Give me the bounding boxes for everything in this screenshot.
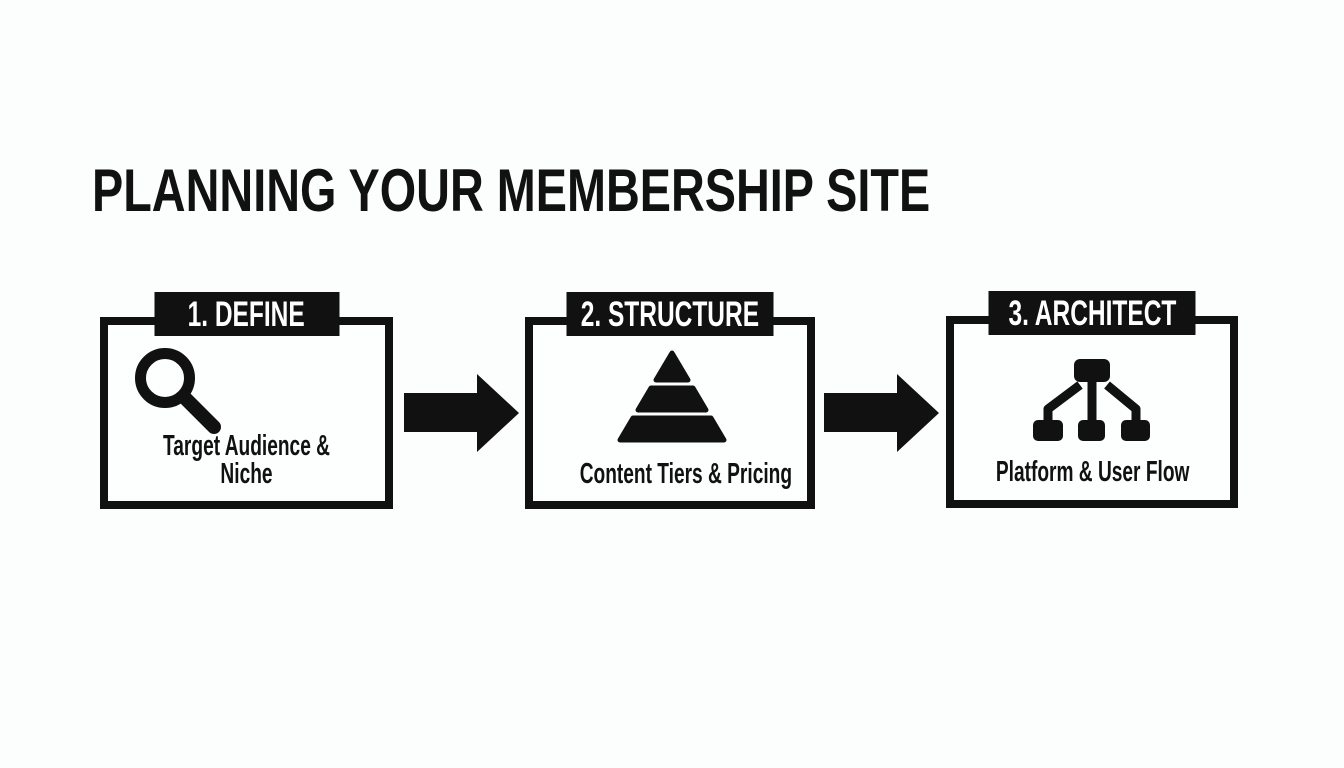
step-architect-caption: Platform & User Flow	[946, 456, 1238, 488]
step-structure: 2. STRUCTURE Content Tiers & Pricing	[525, 292, 815, 509]
step-define: 1. DEFINE Target Audience & Niche	[100, 292, 393, 509]
page-title: PLANNING YOUR MEMBERSHIP SITE	[92, 161, 1167, 221]
arrow-right-icon	[824, 374, 939, 452]
caption-line: Niche	[220, 458, 273, 490]
step-architect: 3. ARCHITECT Platform & User Flow	[946, 291, 1238, 508]
step-define-caption: Target Audience & Niche	[100, 430, 393, 490]
caption-line: Platform & User Flow	[995, 456, 1190, 488]
step-define-label: 1. DEFINE	[187, 294, 306, 334]
pyramid-icon	[617, 350, 727, 443]
step-structure-label: 2. STRUCTURE	[580, 294, 760, 334]
caption-line: Target Audience &	[163, 430, 330, 462]
search-icon	[135, 348, 221, 434]
sitemap-icon	[1033, 359, 1150, 441]
page-title-text: PLANNING YOUR MEMBERSHIP SITE	[92, 157, 931, 224]
step-structure-caption: Content Tiers & Pricing	[525, 458, 815, 490]
step-define-header: 1. DEFINE	[154, 292, 339, 336]
arrow-right-icon	[404, 374, 519, 452]
step-architect-label: 3. ARCHITECT	[1008, 293, 1176, 333]
caption-line: Content Tiers & Pricing	[579, 458, 793, 490]
step-architect-header: 3. ARCHITECT	[988, 291, 1196, 335]
step-structure-header: 2. STRUCTURE	[566, 292, 774, 336]
